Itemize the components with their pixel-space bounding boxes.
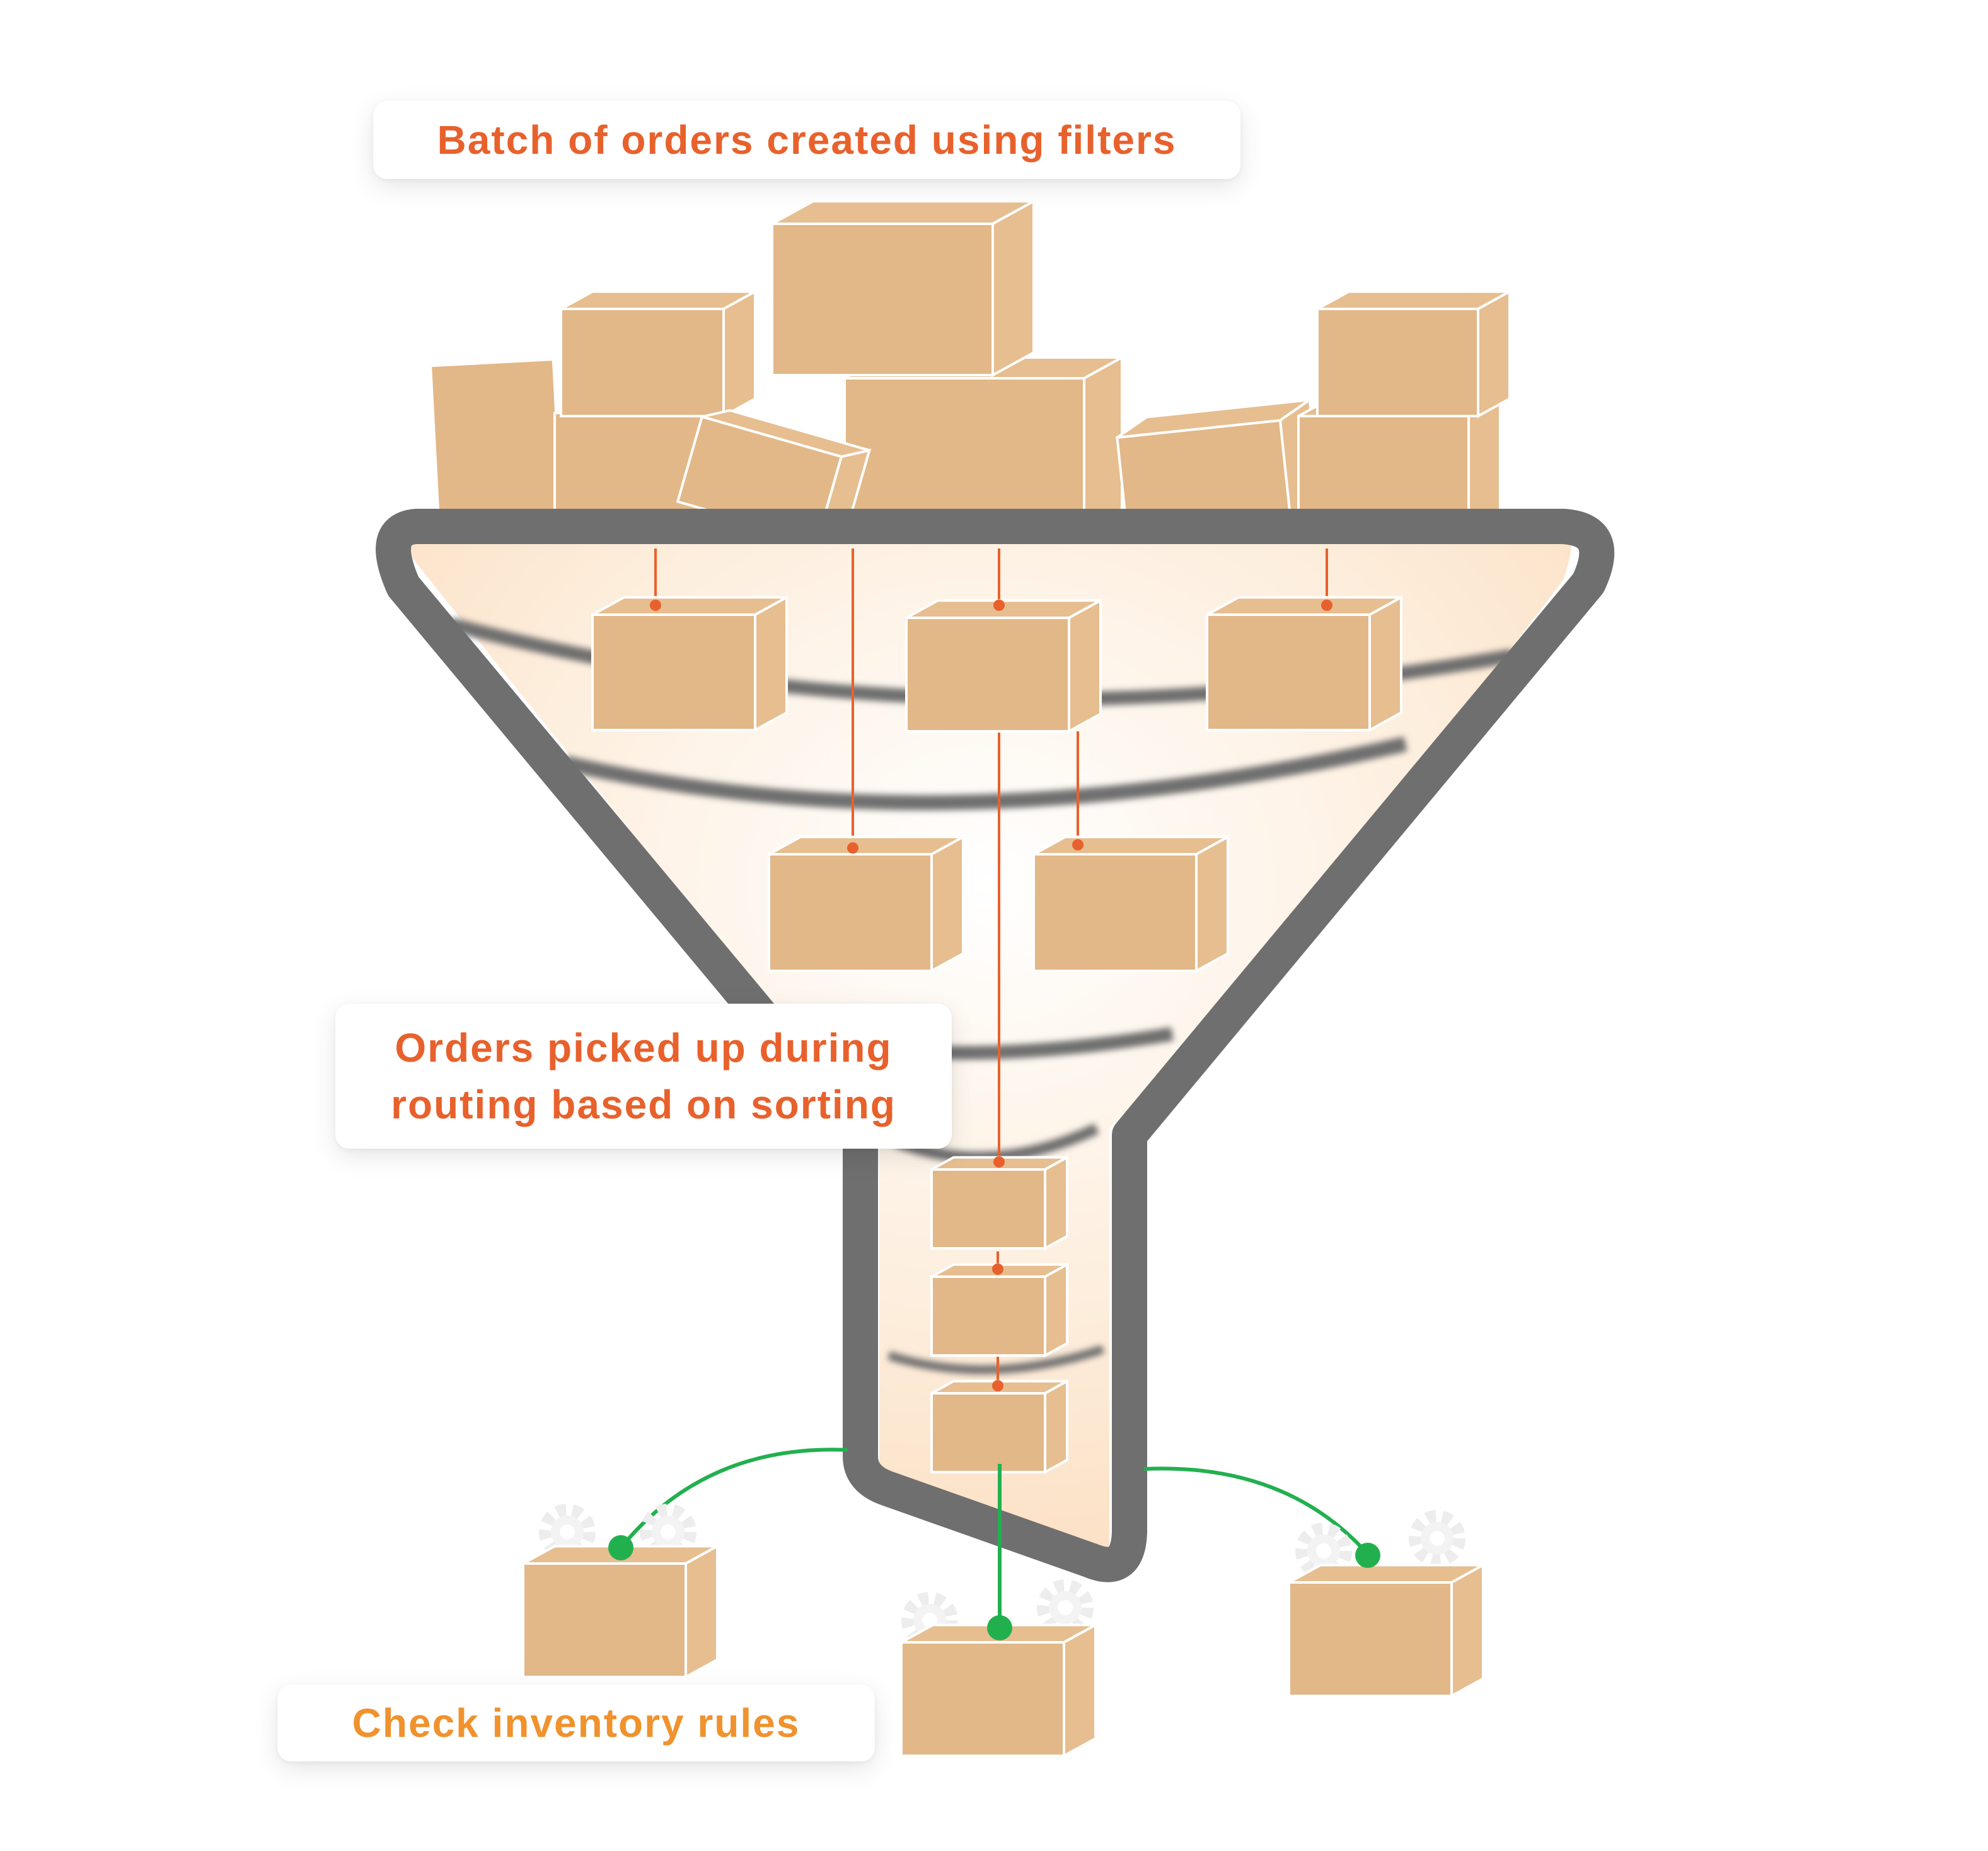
connector-dots bbox=[608, 600, 1380, 1640]
order-box-icon bbox=[1288, 1563, 1484, 1698]
funnel-outline bbox=[376, 509, 1615, 1582]
order-box-icon bbox=[591, 595, 788, 733]
order-box-icon bbox=[930, 1262, 1068, 1358]
order-box-icon bbox=[768, 835, 964, 973]
connector-dot-icon bbox=[1072, 839, 1084, 850]
routing-label-line2: routing based on sorting bbox=[391, 1082, 896, 1127]
routed-orders bbox=[591, 595, 1402, 1475]
order-box-icon bbox=[1206, 595, 1402, 733]
routing-label: Orders picked up during routing based on… bbox=[335, 1004, 952, 1149]
order-box-icon bbox=[930, 1155, 1068, 1251]
sorting-connectors bbox=[654, 548, 1328, 1387]
batch-label: Batch of orders created using filters bbox=[373, 101, 1240, 179]
order-box-icon bbox=[843, 355, 1123, 532]
connector-dot-icon bbox=[993, 1156, 1005, 1168]
connector-dot-icon bbox=[993, 600, 1005, 611]
order-box-icon bbox=[905, 598, 1102, 734]
order-box-icon bbox=[1316, 289, 1511, 419]
connector-dot-icon bbox=[992, 1263, 1003, 1275]
connector-dot-icon bbox=[1355, 1543, 1380, 1568]
gear-icon bbox=[1044, 1586, 1087, 1629]
inventory-label: Check inventory rules bbox=[277, 1685, 875, 1761]
incoming-orders-pile bbox=[429, 199, 1511, 543]
order-box-icon bbox=[560, 289, 756, 419]
order-box-icon bbox=[930, 1379, 1068, 1475]
order-box-icon bbox=[522, 1544, 719, 1680]
connector-dot-icon bbox=[987, 1615, 1012, 1640]
connector-dot-icon bbox=[847, 842, 858, 854]
connector-dot-icon bbox=[992, 1380, 1003, 1391]
order-box-icon bbox=[900, 1623, 1097, 1758]
connector-dot-icon bbox=[1321, 600, 1332, 611]
order-box-icon bbox=[1032, 835, 1229, 973]
batch-label-text: Batch of orders created using filters bbox=[437, 117, 1177, 163]
connector-dot-icon bbox=[650, 600, 661, 611]
gear-icon bbox=[1416, 1517, 1459, 1560]
connector-dot-icon bbox=[608, 1535, 633, 1560]
inventory-label-text: Check inventory rules bbox=[352, 1700, 800, 1746]
routing-label-line1: Orders picked up during bbox=[395, 1025, 893, 1071]
order-box-icon bbox=[771, 199, 1035, 378]
